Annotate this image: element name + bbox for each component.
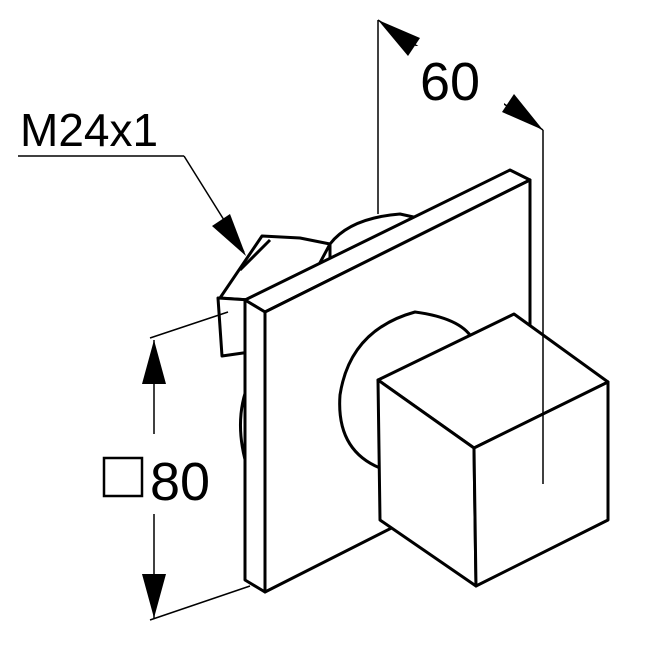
size-extension-line-top bbox=[149, 311, 229, 339]
square-knob bbox=[376, 312, 610, 588]
plate-side-edge bbox=[243, 298, 267, 594]
depth-dimension: 60 bbox=[377, 19, 544, 484]
size-extension-line-bottom bbox=[149, 585, 251, 621]
square-plate bbox=[243, 168, 532, 594]
size-dimension: 80 bbox=[102, 311, 251, 621]
size-arrowhead-bottom bbox=[142, 574, 166, 618]
square-symbol-icon bbox=[102, 456, 144, 498]
knob-right-face bbox=[472, 380, 610, 588]
thread-leader: M24x1 bbox=[18, 104, 246, 256]
size-label-bg bbox=[104, 434, 224, 514]
depth-arrowhead-left bbox=[378, 20, 420, 56]
nut-edge-1 bbox=[238, 238, 272, 272]
depth-arrowhead-right bbox=[502, 94, 543, 130]
depth-label-bg bbox=[416, 46, 504, 106]
thread-label: M24x1 bbox=[20, 104, 158, 156]
size-label: 80 bbox=[150, 452, 210, 512]
thread-leader-arrowhead bbox=[212, 214, 246, 256]
depth-label: 60 bbox=[420, 52, 480, 112]
size-arrowhead-top bbox=[142, 340, 166, 384]
